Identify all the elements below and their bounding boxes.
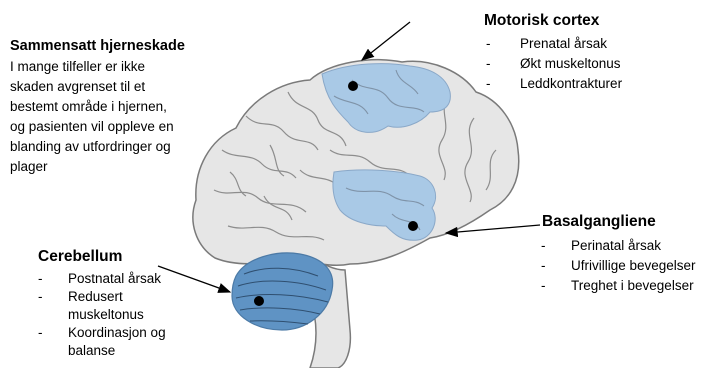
list-item: -Treghet i bevegelser: [541, 276, 696, 296]
cerebellum-title: Cerebellum: [38, 247, 122, 267]
list-item-label: Postnatal årsak: [68, 271, 161, 286]
basal-ganglia-dot: [408, 221, 418, 231]
motor-cortex-dot: [348, 81, 358, 91]
list-item-label: Økt muskeltonus: [520, 56, 621, 71]
bullet-dash: -: [541, 256, 571, 276]
bullet-dash: -: [541, 276, 571, 296]
list-item-label: muskeltonus: [68, 307, 144, 322]
list-item: -Koordinasjon og: [38, 324, 166, 342]
motor-cortex-title: Motorisk cortex: [484, 11, 599, 31]
intro-title: Sammensatt hjerneskade: [10, 36, 185, 56]
intro-line: bestemt område i hjernen,: [10, 97, 174, 117]
intro-text: I mange tilfeller er ikke skaden avgrens…: [10, 57, 174, 177]
cerebellum-arrow: [158, 266, 230, 292]
list-item-label: Perinatal årsak: [571, 238, 661, 253]
intro-line: I mange tilfeller er ikke: [10, 57, 174, 77]
list-item-label: Prenatal årsak: [520, 36, 607, 51]
intro-line: skaden avgrenset til et: [10, 77, 174, 97]
list-item-label: Ufrivillige bevegelser: [571, 258, 696, 273]
bullet-dash: -: [486, 34, 516, 54]
list-item-label: Treghet i bevegelser: [571, 278, 694, 293]
list-item: -Ufrivillige bevegelser: [541, 256, 696, 276]
list-item-label: balanse: [68, 343, 115, 358]
bullet-dash: -: [38, 288, 68, 306]
list-item: -Økt muskeltonus: [486, 54, 622, 74]
bullet-dash: -: [38, 324, 68, 342]
cerebellum-dot: [254, 296, 264, 306]
bullet-dash: -: [541, 236, 571, 256]
bullet-dash: -: [486, 74, 516, 94]
list-item-label: Redusert: [68, 289, 123, 304]
intro-line: og pasienten vil oppleve en: [10, 117, 174, 137]
cerebellum-list: -Postnatal årsak -Redusert muskeltonus -…: [38, 270, 166, 360]
basal-ganglia-list: -Perinatal årsak -Ufrivillige bevegelser…: [541, 236, 696, 296]
list-item: -Postnatal årsak: [38, 270, 166, 288]
motor-cortex-list: -Prenatal årsak -Økt muskeltonus -Leddko…: [486, 34, 622, 94]
basal-ganglia-title: Basalgangliene: [542, 212, 656, 232]
motor-cortex-arrow: [362, 22, 410, 60]
list-item: -Prenatal årsak: [486, 34, 622, 54]
bullet-dash: -: [38, 270, 68, 288]
list-item-continuation: muskeltonus: [38, 306, 166, 324]
list-item: -Leddkontrakturer: [486, 74, 622, 94]
intro-line: blanding av utfordringer og: [10, 137, 174, 157]
list-item: -Perinatal årsak: [541, 236, 696, 256]
list-item: -Redusert: [38, 288, 166, 306]
list-item-continuation: balanse: [38, 342, 166, 360]
list-item-label: Leddkontrakturer: [520, 76, 622, 91]
intro-line: plager: [10, 157, 174, 177]
list-item-label: Koordinasjon og: [68, 325, 166, 340]
bullet-dash: -: [486, 54, 516, 74]
